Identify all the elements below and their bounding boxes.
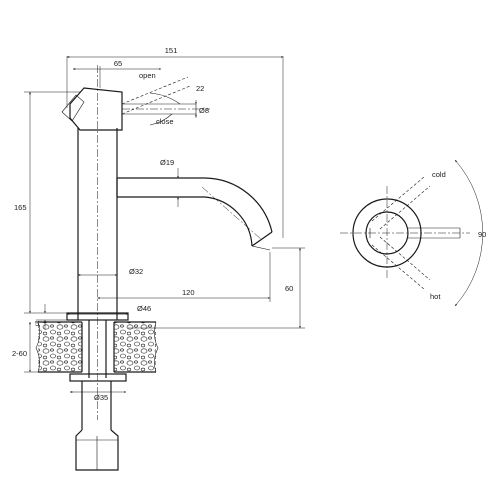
dim-overall-width: 151 [66, 46, 284, 238]
rotation-arc [454, 159, 483, 307]
spout-height-label: 60 [285, 284, 293, 293]
base-diameter-label: Ø46 [137, 304, 151, 313]
dim-spout-diameter: Ø19 [160, 158, 179, 207]
hot-label: hot [430, 292, 441, 301]
base-thickness-label: 5 [35, 319, 39, 328]
dim-shank-diameter: Ø35 [69, 391, 127, 402]
dim-spout-reach: 120 [97, 252, 271, 302]
faucet-body [77, 65, 118, 420]
lever-open-label: open [139, 71, 156, 80]
top-lever [408, 227, 461, 239]
rotation-label: 90 [478, 230, 486, 239]
side-view: 151 65 open close 22 Ø8 Ø19 165 [12, 46, 305, 471]
base-flange [66, 312, 129, 321]
lever-rotation-paths [369, 176, 431, 290]
spout-diameter-label: Ø19 [160, 158, 174, 167]
lever-close-label: close [156, 117, 174, 126]
mounting-shank [69, 320, 127, 471]
lever-offset-label: 65 [114, 59, 122, 68]
lever-handle [61, 76, 210, 131]
deck-thickness-label: 2-60 [12, 349, 27, 358]
dim-lever-diameter: Ø8 [195, 100, 209, 118]
dim-lever-offset: 65 [72, 59, 162, 88]
dim-base-thickness: 5 [35, 304, 67, 330]
cold-label: cold [432, 170, 446, 179]
body-diameter-label: Ø32 [129, 267, 143, 276]
countertop-section [35, 321, 159, 373]
overall-width-label: 151 [165, 46, 178, 55]
shank-diameter-label: Ø35 [94, 393, 108, 402]
dim-height: 165 [14, 91, 80, 314]
dim-base-diameter: Ø46 [66, 304, 151, 315]
spout [116, 177, 273, 251]
dim-body-diameter: Ø32 [77, 267, 143, 276]
lever-diameter-label: Ø8 [199, 106, 209, 115]
dim-spout-height: 60 [128, 247, 305, 329]
lever-angle-label: 22 [196, 84, 204, 93]
dim-deck-thickness: 2-60 [12, 321, 38, 373]
spout-reach-label: 120 [182, 288, 195, 297]
top-view: cold hot 90 [340, 159, 486, 307]
height-label: 165 [14, 203, 27, 212]
